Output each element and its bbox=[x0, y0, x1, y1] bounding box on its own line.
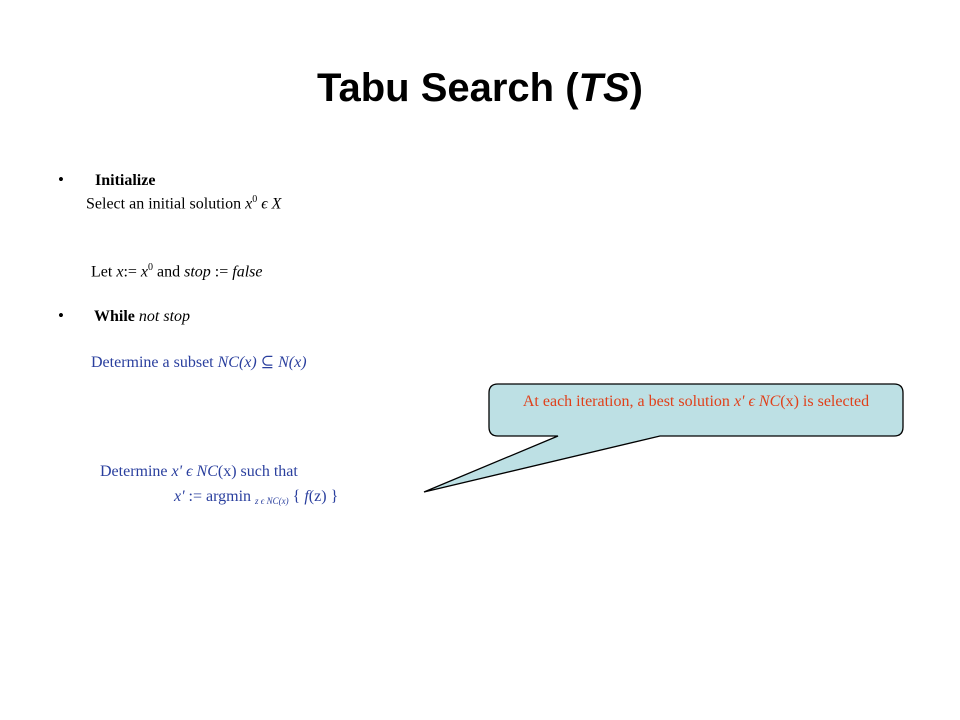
initialize-heading: Initialize bbox=[95, 172, 156, 189]
select-initial-solution-line: Select an initial solution x0 ϵ X bbox=[86, 194, 282, 213]
slide-title: Tabu Search (TS) bbox=[317, 66, 643, 110]
let-assignment-line: Let x:= x0 and stop := false bbox=[91, 262, 263, 281]
while-heading: While not stop bbox=[94, 308, 191, 325]
determine-subset-line: Determine a subset NC(x) ⊆ N(x) bbox=[91, 354, 307, 371]
argmin-line: x' := argmin z ϵ NC(x) { f(z) } bbox=[174, 488, 339, 506]
determine-best-line: Determine x' ϵ NC(x) such that bbox=[100, 463, 298, 480]
bullet-marker: • bbox=[58, 170, 64, 189]
bullet-marker: • bbox=[58, 306, 64, 325]
callout-text: At each iteration, a best solution x' ϵ … bbox=[522, 393, 870, 410]
